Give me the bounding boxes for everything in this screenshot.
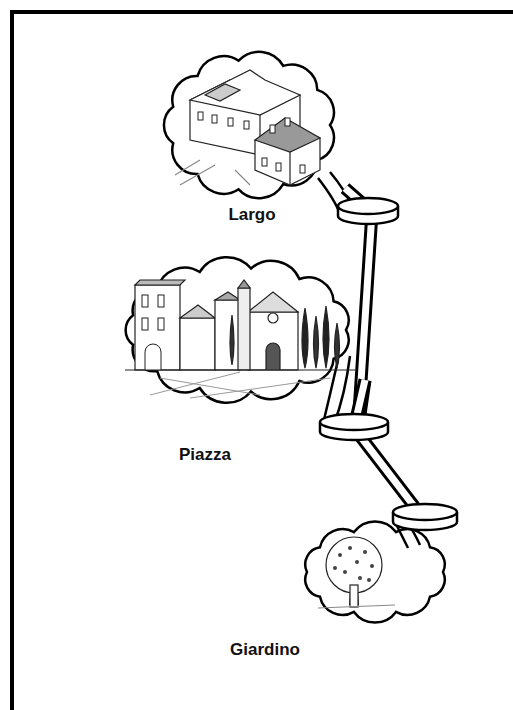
place-name: Largo (226, 205, 277, 224)
platform (338, 198, 398, 224)
place-name: Giardino (228, 640, 302, 659)
piazza-drawing (125, 280, 355, 398)
cloud-outline (305, 521, 445, 622)
platform (320, 414, 388, 440)
label-holder: Piazza (177, 445, 233, 465)
tube-inner (354, 380, 420, 520)
place-node: Giardino (220, 520, 460, 670)
platform (393, 504, 457, 530)
frame-line (10, 10, 14, 710)
buildings-drawing (175, 70, 320, 185)
tube-connector (354, 380, 420, 520)
place-name: Piazza (177, 445, 233, 464)
label-holder: Largo (226, 205, 277, 225)
place-node: Piazza (115, 245, 365, 470)
label-holder: Giardino (228, 640, 302, 660)
frame-line (12, 10, 513, 14)
tube-outline (354, 380, 420, 520)
cloud-outline (164, 52, 334, 198)
place-node: Largo (160, 40, 345, 230)
tree-drawing (318, 537, 395, 608)
cloud-outline (126, 257, 349, 403)
